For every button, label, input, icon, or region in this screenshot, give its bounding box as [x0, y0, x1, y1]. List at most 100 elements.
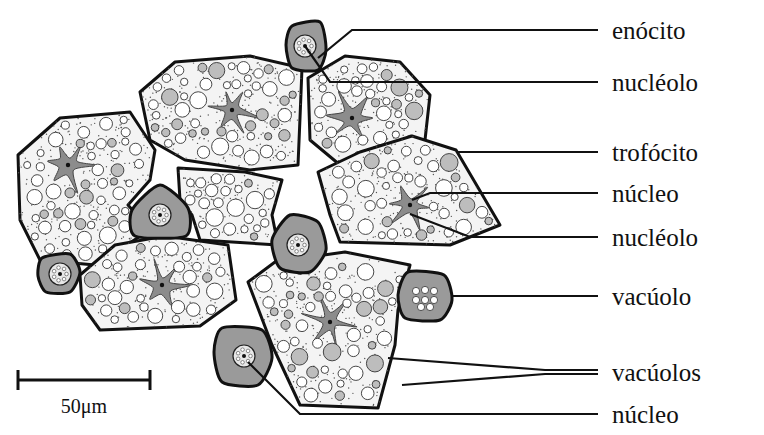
vacuole	[377, 198, 387, 208]
vacuole	[278, 340, 290, 352]
vacuole	[126, 180, 133, 187]
vacuole	[401, 146, 411, 156]
leader-line	[388, 358, 598, 370]
vacuole	[116, 250, 127, 261]
vacuole	[151, 246, 161, 256]
vacuole	[332, 166, 344, 178]
trophocyte	[248, 252, 410, 408]
vacuole	[485, 217, 493, 225]
vacuole	[27, 189, 42, 204]
vacuole	[460, 183, 468, 191]
vacuole	[415, 176, 426, 187]
vacuole	[357, 301, 372, 316]
vacuole	[120, 280, 133, 293]
vacuole	[109, 205, 119, 215]
vacuole	[361, 387, 374, 400]
vacuole	[189, 130, 197, 138]
vacuole	[414, 157, 422, 165]
oenocyte-outline	[130, 185, 190, 238]
vacuole	[319, 85, 327, 93]
part-label: nucléolo	[612, 70, 698, 95]
vacuole	[358, 135, 368, 145]
vacuole	[357, 264, 374, 281]
vacuole	[87, 142, 95, 150]
vacuole	[296, 320, 308, 332]
vacuole	[315, 106, 327, 118]
oenocyte-outline	[38, 254, 80, 294]
vacuole	[261, 219, 269, 227]
vacuole	[75, 219, 86, 230]
vacuole	[148, 308, 163, 323]
vacuole	[404, 229, 412, 237]
vacuole	[233, 145, 244, 156]
vacuole	[439, 208, 449, 218]
vacuole	[212, 138, 229, 155]
nucleus	[208, 92, 260, 133]
vacuole	[45, 244, 55, 254]
vacuole	[232, 80, 241, 89]
trophocyte-outline	[140, 56, 302, 170]
vacuole	[279, 70, 295, 86]
vacuole	[153, 83, 162, 92]
vacuole	[62, 238, 70, 246]
vacuole	[377, 331, 391, 345]
vacuole	[78, 126, 90, 138]
vacuole	[174, 66, 184, 76]
vacuole	[140, 303, 148, 311]
vacuole	[313, 338, 323, 348]
vacuole	[237, 62, 250, 75]
vacuole	[164, 139, 172, 147]
vacuole	[322, 92, 336, 106]
vacuole	[405, 94, 413, 102]
vacuole	[199, 198, 210, 209]
vacuole	[352, 77, 360, 85]
leader-line	[412, 193, 598, 200]
vacuole	[381, 69, 392, 80]
vacuole	[226, 131, 237, 142]
vacuole	[65, 204, 80, 219]
vacuole	[286, 291, 294, 299]
vacuole	[216, 267, 225, 276]
vacuole	[96, 139, 106, 149]
vacuole	[392, 99, 402, 109]
vacuole	[187, 303, 201, 317]
vacuole	[315, 123, 323, 131]
cell-group	[18, 21, 500, 408]
vacuole	[440, 154, 458, 172]
vacuole	[214, 198, 224, 208]
vacuole	[227, 199, 244, 216]
vacuole	[162, 74, 170, 82]
vacuole	[175, 133, 186, 144]
vacuole	[338, 369, 347, 378]
vacuole	[417, 303, 424, 310]
vacuole	[181, 93, 188, 100]
vacuole	[374, 131, 387, 144]
vacuole	[286, 279, 294, 287]
vacuole	[337, 79, 352, 94]
vacuole	[24, 162, 31, 169]
vacuole	[378, 281, 394, 297]
vacuole	[358, 219, 373, 234]
vacuole	[421, 296, 428, 303]
trophocyte-outline	[248, 252, 410, 408]
oenocyte	[272, 215, 326, 273]
vacuole	[122, 138, 129, 145]
leader-line	[318, 30, 598, 58]
vacuole	[383, 98, 390, 105]
vacuole	[201, 128, 208, 135]
part-label: enócito	[612, 18, 686, 43]
vacuole	[108, 216, 118, 226]
vacuole	[325, 268, 337, 280]
leader-line	[452, 295, 598, 297]
vacuole	[388, 298, 396, 306]
vacuole	[92, 164, 104, 176]
vacuole	[335, 136, 351, 152]
vacuole	[382, 217, 392, 227]
vacuole	[194, 190, 201, 197]
vacuole	[335, 391, 344, 400]
vacuole	[88, 152, 96, 160]
oenocyte	[398, 271, 452, 321]
vacuole	[76, 139, 84, 147]
vacuole	[260, 145, 273, 158]
vacuole	[223, 82, 230, 89]
